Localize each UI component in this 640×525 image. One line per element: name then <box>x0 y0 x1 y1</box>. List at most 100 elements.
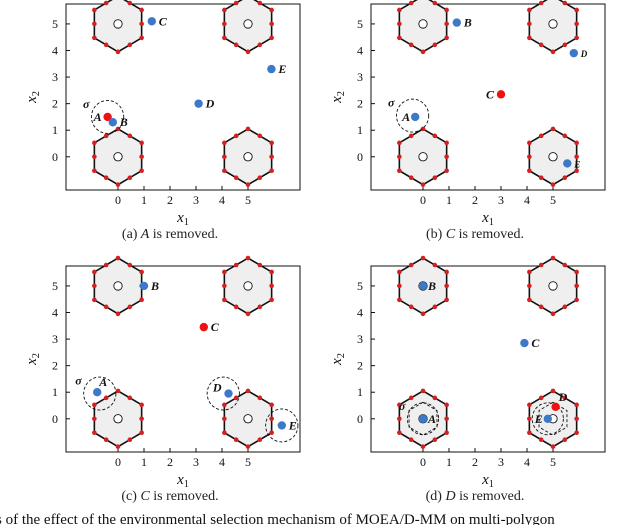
hexagon-edge-point <box>269 154 274 160</box>
hexagon-vertex <box>574 269 579 275</box>
x-tick-label: 1 <box>446 455 452 469</box>
hexagon-edge-point <box>432 437 438 443</box>
y-axis-label: x2 <box>329 353 347 366</box>
hexagon-edge-point <box>257 0 263 6</box>
hexagon-edge-point <box>408 395 414 401</box>
hexagon-edge-point <box>103 262 109 268</box>
hexagon-vertex <box>527 168 532 174</box>
y-tick-label: 1 <box>52 123 58 137</box>
hexagon-edge-point <box>538 304 544 310</box>
niche-circle <box>83 376 117 411</box>
niche-circle <box>406 402 440 436</box>
y-tick-label: 4 <box>357 44 363 58</box>
hexagon-vertex <box>444 402 449 408</box>
y-tick-label: 2 <box>357 359 363 373</box>
hexagon-vertex <box>222 140 227 146</box>
hexagon-vertex <box>420 182 426 187</box>
hexagon-vertex <box>397 168 402 174</box>
niche-circle <box>91 100 125 134</box>
hexagon-vertex <box>222 168 227 174</box>
hexagon-vertex <box>245 444 251 449</box>
hexagon-edge-point <box>444 21 449 27</box>
point-label: D <box>205 97 215 111</box>
point-label: D <box>212 381 222 395</box>
point-label: A <box>427 412 436 426</box>
hexagon-edge-point <box>432 175 438 181</box>
hexagon-edge-point <box>432 262 438 268</box>
hexagon-edge-point <box>562 395 568 401</box>
hexagon-edge-point <box>269 21 274 27</box>
hexagon-vertex <box>92 402 97 408</box>
hexagon-edge-point <box>127 175 133 181</box>
hexagon-center-marker <box>113 414 123 424</box>
solution-point-e <box>543 414 552 423</box>
x-tick-label: 1 <box>141 193 147 207</box>
solution-point-c <box>496 90 506 99</box>
x-tick-label: 4 <box>524 193 530 207</box>
solution-point-e <box>277 421 286 430</box>
hexagon-center-marker <box>113 281 123 291</box>
hexagon-edge-point <box>538 262 544 268</box>
hexagon-vertex <box>574 430 579 436</box>
x-tick-label: 5 <box>550 193 556 207</box>
hexagon-vertex <box>222 269 227 275</box>
caption-d: (d) D is removed. <box>426 489 525 504</box>
point-label: A <box>98 375 107 389</box>
hexagon-edge-point <box>432 133 438 139</box>
hexagon-edge-point <box>233 395 239 401</box>
y-tick-label: 2 <box>357 97 363 111</box>
hexagon-center-marker <box>113 19 123 29</box>
point-label: A <box>93 110 102 124</box>
x-axis-label: x1 <box>176 472 189 490</box>
hexagon-edge-point <box>408 133 414 139</box>
hexagon-edge-point <box>538 175 544 181</box>
hexagon-center-marker <box>243 281 253 291</box>
hexagon-vertex <box>92 35 97 41</box>
x-tick-label: 0 <box>115 193 121 207</box>
hexagon-vertex <box>444 168 449 174</box>
hexagon-vertex <box>397 269 402 275</box>
hexagon-edge-point <box>257 133 263 139</box>
solution-point-d <box>551 402 560 412</box>
x-tick-label: 1 <box>446 193 452 207</box>
hexagon-vertex <box>397 297 402 303</box>
hexagon-vertex <box>397 7 402 13</box>
x-tick-label: 4 <box>219 193 225 207</box>
hexagon-vertex <box>527 35 532 41</box>
hexagon-vertex <box>139 269 144 275</box>
point-label: B <box>119 115 128 129</box>
point-label: C <box>211 320 220 334</box>
y-tick-label: 2 <box>52 359 58 373</box>
hexagon-vertex <box>245 388 251 394</box>
hexagon-edge-point <box>127 0 133 6</box>
hexagon-edge-point <box>538 437 544 443</box>
solution-point-a <box>103 112 112 122</box>
y-tick-label: 3 <box>52 70 58 84</box>
hexagon-center-marker <box>243 414 253 424</box>
hexagon-vertex <box>115 255 121 261</box>
point-label: E <box>277 62 286 76</box>
y-tick-label: 4 <box>357 306 363 320</box>
solution-point-a <box>93 388 102 397</box>
y-tick-label: 2 <box>52 97 58 111</box>
hexagon-vertex <box>269 7 274 13</box>
hexagon-edge-point <box>538 0 544 6</box>
hexagon-edge-point <box>103 304 109 310</box>
hexagon-edge-point <box>233 175 239 181</box>
x-tick-label: 5 <box>550 455 556 469</box>
hexagon-edge-point <box>527 283 532 289</box>
solution-point-a <box>418 414 428 423</box>
hexagon-edge-point <box>127 42 133 48</box>
hexagon-edge-point <box>562 133 568 139</box>
point-label: C <box>531 336 540 350</box>
hexagon-vertex <box>139 140 144 146</box>
hexagon-edge-point <box>269 283 274 289</box>
hexagon-vertex <box>550 311 556 317</box>
hexagon-center-marker <box>418 152 428 162</box>
y-tick-label: 0 <box>357 412 363 426</box>
y-tick-label: 0 <box>357 150 363 164</box>
hexagon-vertex <box>245 126 251 132</box>
hexagon-vertex <box>269 140 274 146</box>
